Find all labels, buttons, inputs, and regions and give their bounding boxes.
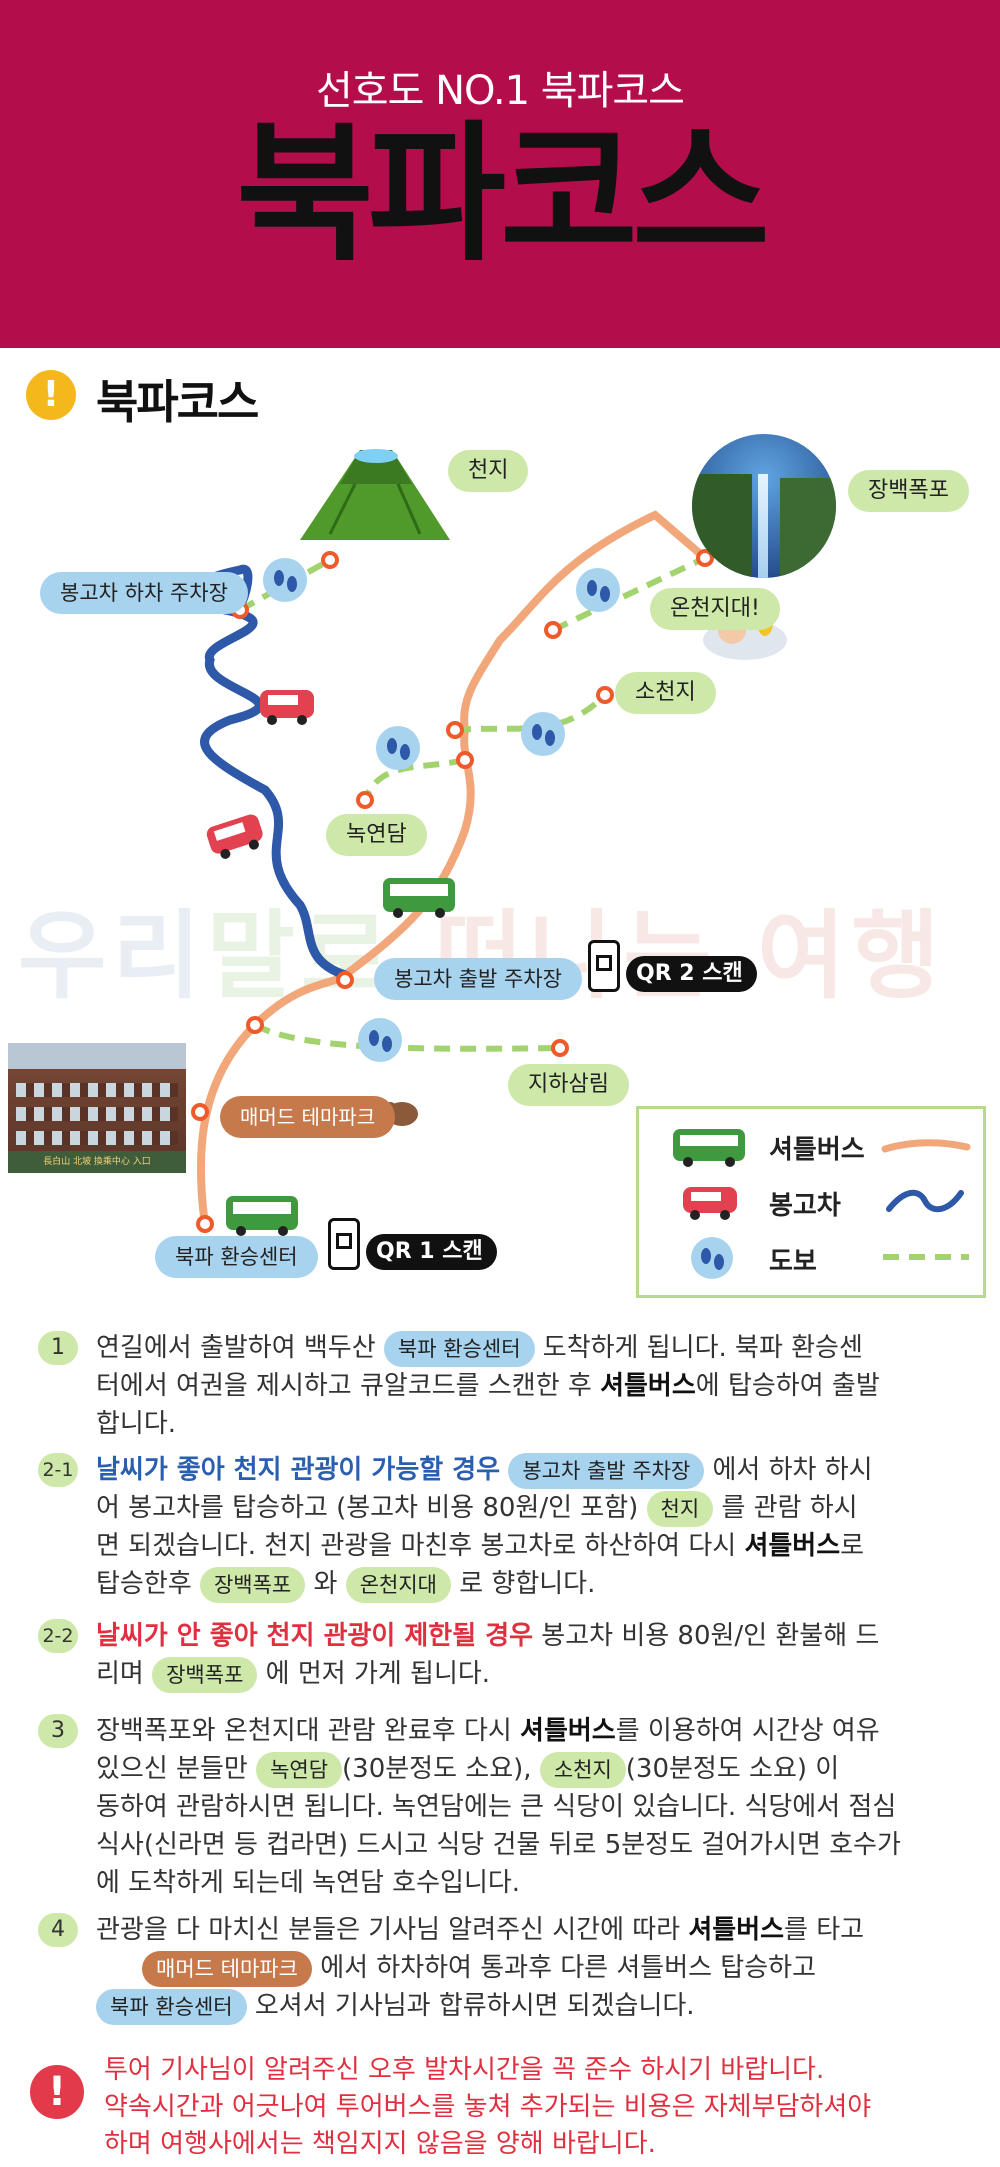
- legend: 셔틀버스 봉고차 도보: [636, 1106, 986, 1298]
- legend-shuttle-label: 셔틀버스: [769, 1135, 865, 1165]
- step-number: 2-2: [38, 1619, 78, 1653]
- walk-route-waterfall: [551, 555, 707, 633]
- qr1-badge: QR 1 스캔: [366, 1234, 497, 1270]
- bus-icon: [673, 1129, 745, 1167]
- warning-line-1: 투어 기사님이 알려주신 오후 발차시간을 꼭 준수 하시기 바랍니다.: [104, 2055, 825, 2085]
- step-number: 3: [38, 1714, 78, 1748]
- stop-dot: [551, 1039, 569, 1057]
- step-4-text: 관광을 다 마치신 분들은 기사님 알려주신 시간에 따라 셔틀버스를 타고 매…: [96, 1911, 976, 2025]
- label-underground-forest: 지하삼림: [508, 1064, 629, 1106]
- label-lvyuantan: 녹연담: [326, 814, 427, 856]
- bus-icon: [383, 878, 455, 918]
- section-title: 북파코스: [96, 375, 259, 429]
- footprint-icon: [376, 726, 420, 770]
- label-transfer-center: 북파 환승센터: [155, 1236, 318, 1278]
- warning-line-3: 하며 여행사에서는 책임지지 않음을 양해 바랍니다.: [104, 2129, 656, 2159]
- stop-dot: [456, 751, 474, 769]
- label-van-drop-parking: 봉고차 하차 주차장: [40, 572, 248, 614]
- legend-row-van: 봉고차: [639, 1177, 983, 1227]
- step-2-2-text: 날씨가 안 좋아 천지 관광이 제한될 경우 봉고차 비용 80원/인 환불해 …: [96, 1617, 976, 1693]
- legend-walk-label: 도보: [769, 1247, 817, 1277]
- header-banner: 선호도 NO.1 북파코스 북파코스: [0, 0, 1000, 348]
- label-changbai-falls: 장백폭포: [848, 470, 969, 512]
- stop-dot: [544, 621, 562, 639]
- shuttle-line-swatch: [881, 1139, 971, 1153]
- walk-route-forest: [253, 1022, 561, 1052]
- footprint-icon: [691, 1237, 733, 1279]
- stop-dot: [246, 1016, 264, 1034]
- label-hot-spring: 온천지대!: [650, 588, 780, 630]
- walk-line-swatch: [883, 1254, 969, 1260]
- footprint-icon: [263, 558, 307, 602]
- footprint-icon: [521, 712, 565, 756]
- tag-transfer-center: 북파 환승센터: [383, 1330, 535, 1367]
- label-xiaotianchi: 소천지: [615, 672, 716, 714]
- header-title: 북파코스: [235, 108, 770, 282]
- waterfall-photo: [692, 434, 836, 578]
- bus-icon: [226, 1196, 298, 1236]
- alert-icon: !: [30, 2065, 84, 2119]
- warning-line-2: 약속시간과 어긋나여 투어버스를 놓쳐 추가되는 비용은 자체부담하셔야: [104, 2092, 872, 2122]
- stop-dot: [321, 551, 339, 569]
- stop-dot: [336, 971, 354, 989]
- shuttle-route-line: [196, 510, 709, 1229]
- label-tianchi: 천지: [448, 450, 529, 492]
- legend-van-label: 봉고차: [769, 1191, 841, 1221]
- van-route-line: [191, 564, 350, 980]
- step-3-text: 장백폭포와 온천지대 관람 완료후 다시 셔틀버스를 이용하여 시간상 여유 있…: [96, 1716, 901, 1898]
- legend-row-shuttle: 셔틀버스: [639, 1121, 983, 1171]
- qr-phone-icon: [328, 1218, 360, 1270]
- stop-dot: [446, 721, 464, 739]
- stop-dot: [191, 1103, 209, 1121]
- footprint-icon: [358, 1018, 402, 1062]
- step-number: 2-1: [38, 1453, 78, 1487]
- qr-phone-icon: [588, 940, 620, 992]
- label-mammoth-park: 매머드 테마파크: [220, 1096, 396, 1138]
- step-1-text: 연길에서 출발하여 백두산 북파 환승센터 도착하게 됩니다. 북파 환승센 터…: [96, 1329, 976, 1443]
- step-number: 4: [38, 1913, 78, 1947]
- photo-caption: 長白山 北坡 換乘中心 入口: [8, 1151, 186, 1173]
- van-icon: [260, 690, 314, 725]
- qr2-badge: QR 2 스캔: [626, 956, 757, 992]
- van-icon: [683, 1187, 737, 1220]
- step-2-1-text: 날씨가 좋아 천지 관광이 가능할 경우 봉고차 출발 주차장 에서 하차 하시…: [96, 1451, 976, 1603]
- footprint-icon: [576, 568, 620, 612]
- exclamation-icon: !: [26, 370, 76, 420]
- stop-dot: [196, 1215, 214, 1233]
- mountain-icon: [300, 449, 450, 540]
- transfer-center-photo: 長白山 北坡 換乘中心 入口: [8, 1043, 186, 1173]
- legend-row-walk: 도보: [639, 1233, 983, 1283]
- van-icon: [206, 814, 263, 859]
- walk-route-lvyuantan: [362, 757, 466, 802]
- step-number: 1: [38, 1331, 78, 1365]
- label-van-start-parking: 봉고차 출발 주차장: [374, 958, 582, 1000]
- stop-dot: [356, 791, 374, 809]
- stop-dot: [596, 686, 614, 704]
- walk-route-tianchi: [238, 557, 332, 613]
- van-line-swatch: [886, 1189, 964, 1213]
- header-subtitle: 선호도 NO.1 북파코스: [316, 68, 685, 114]
